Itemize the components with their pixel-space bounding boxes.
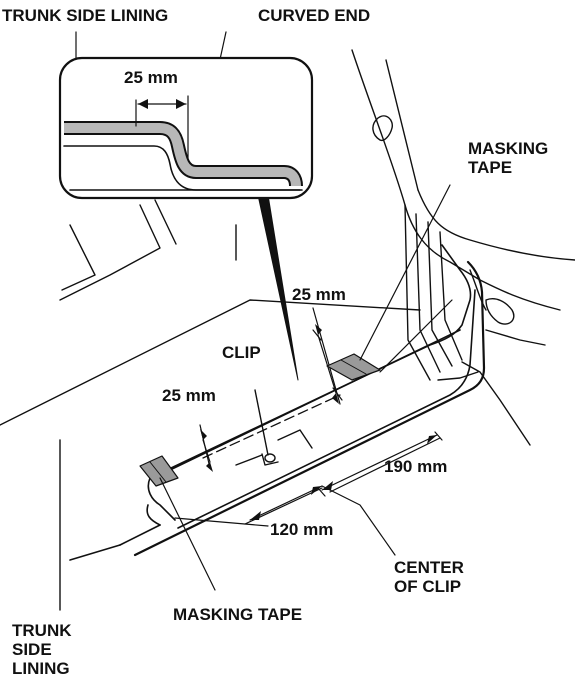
trunk-left-structure: [0, 199, 421, 611]
label-inset-dimension: 25 mm: [124, 68, 178, 87]
label-curved-end: CURVED END: [258, 6, 371, 25]
label-trunk-side-lining-top: TRUNK SIDE LINING: [2, 6, 169, 25]
lining-edge-dashed: [202, 394, 341, 459]
label-trunk-side-lining-bottom: TRUNK SIDE LINING: [12, 621, 72, 678]
label-center-of-clip: CENTER OF CLIP: [394, 558, 464, 596]
label-masking-tape-bottom: MASKING TAPE: [173, 605, 303, 624]
masking-tape-left: [139, 455, 179, 487]
clip-marker: [235, 389, 313, 466]
label-dimension-120: 120 mm: [270, 520, 334, 539]
body-pillar: [351, 49, 575, 446]
lining-rail: [69, 244, 486, 561]
label-masking-tape-right: MASKING TAPE: [468, 139, 549, 177]
inset-detail: [58, 56, 314, 200]
label-dimension-190: 190 mm: [384, 457, 448, 476]
label-dimension-25-left: 25 mm: [162, 386, 216, 405]
label-dimension-25-upper: 25 mm: [292, 285, 346, 304]
masking-tape-right: [326, 353, 381, 381]
label-clip: CLIP: [222, 343, 261, 362]
arrowheads: [200, 324, 437, 520]
